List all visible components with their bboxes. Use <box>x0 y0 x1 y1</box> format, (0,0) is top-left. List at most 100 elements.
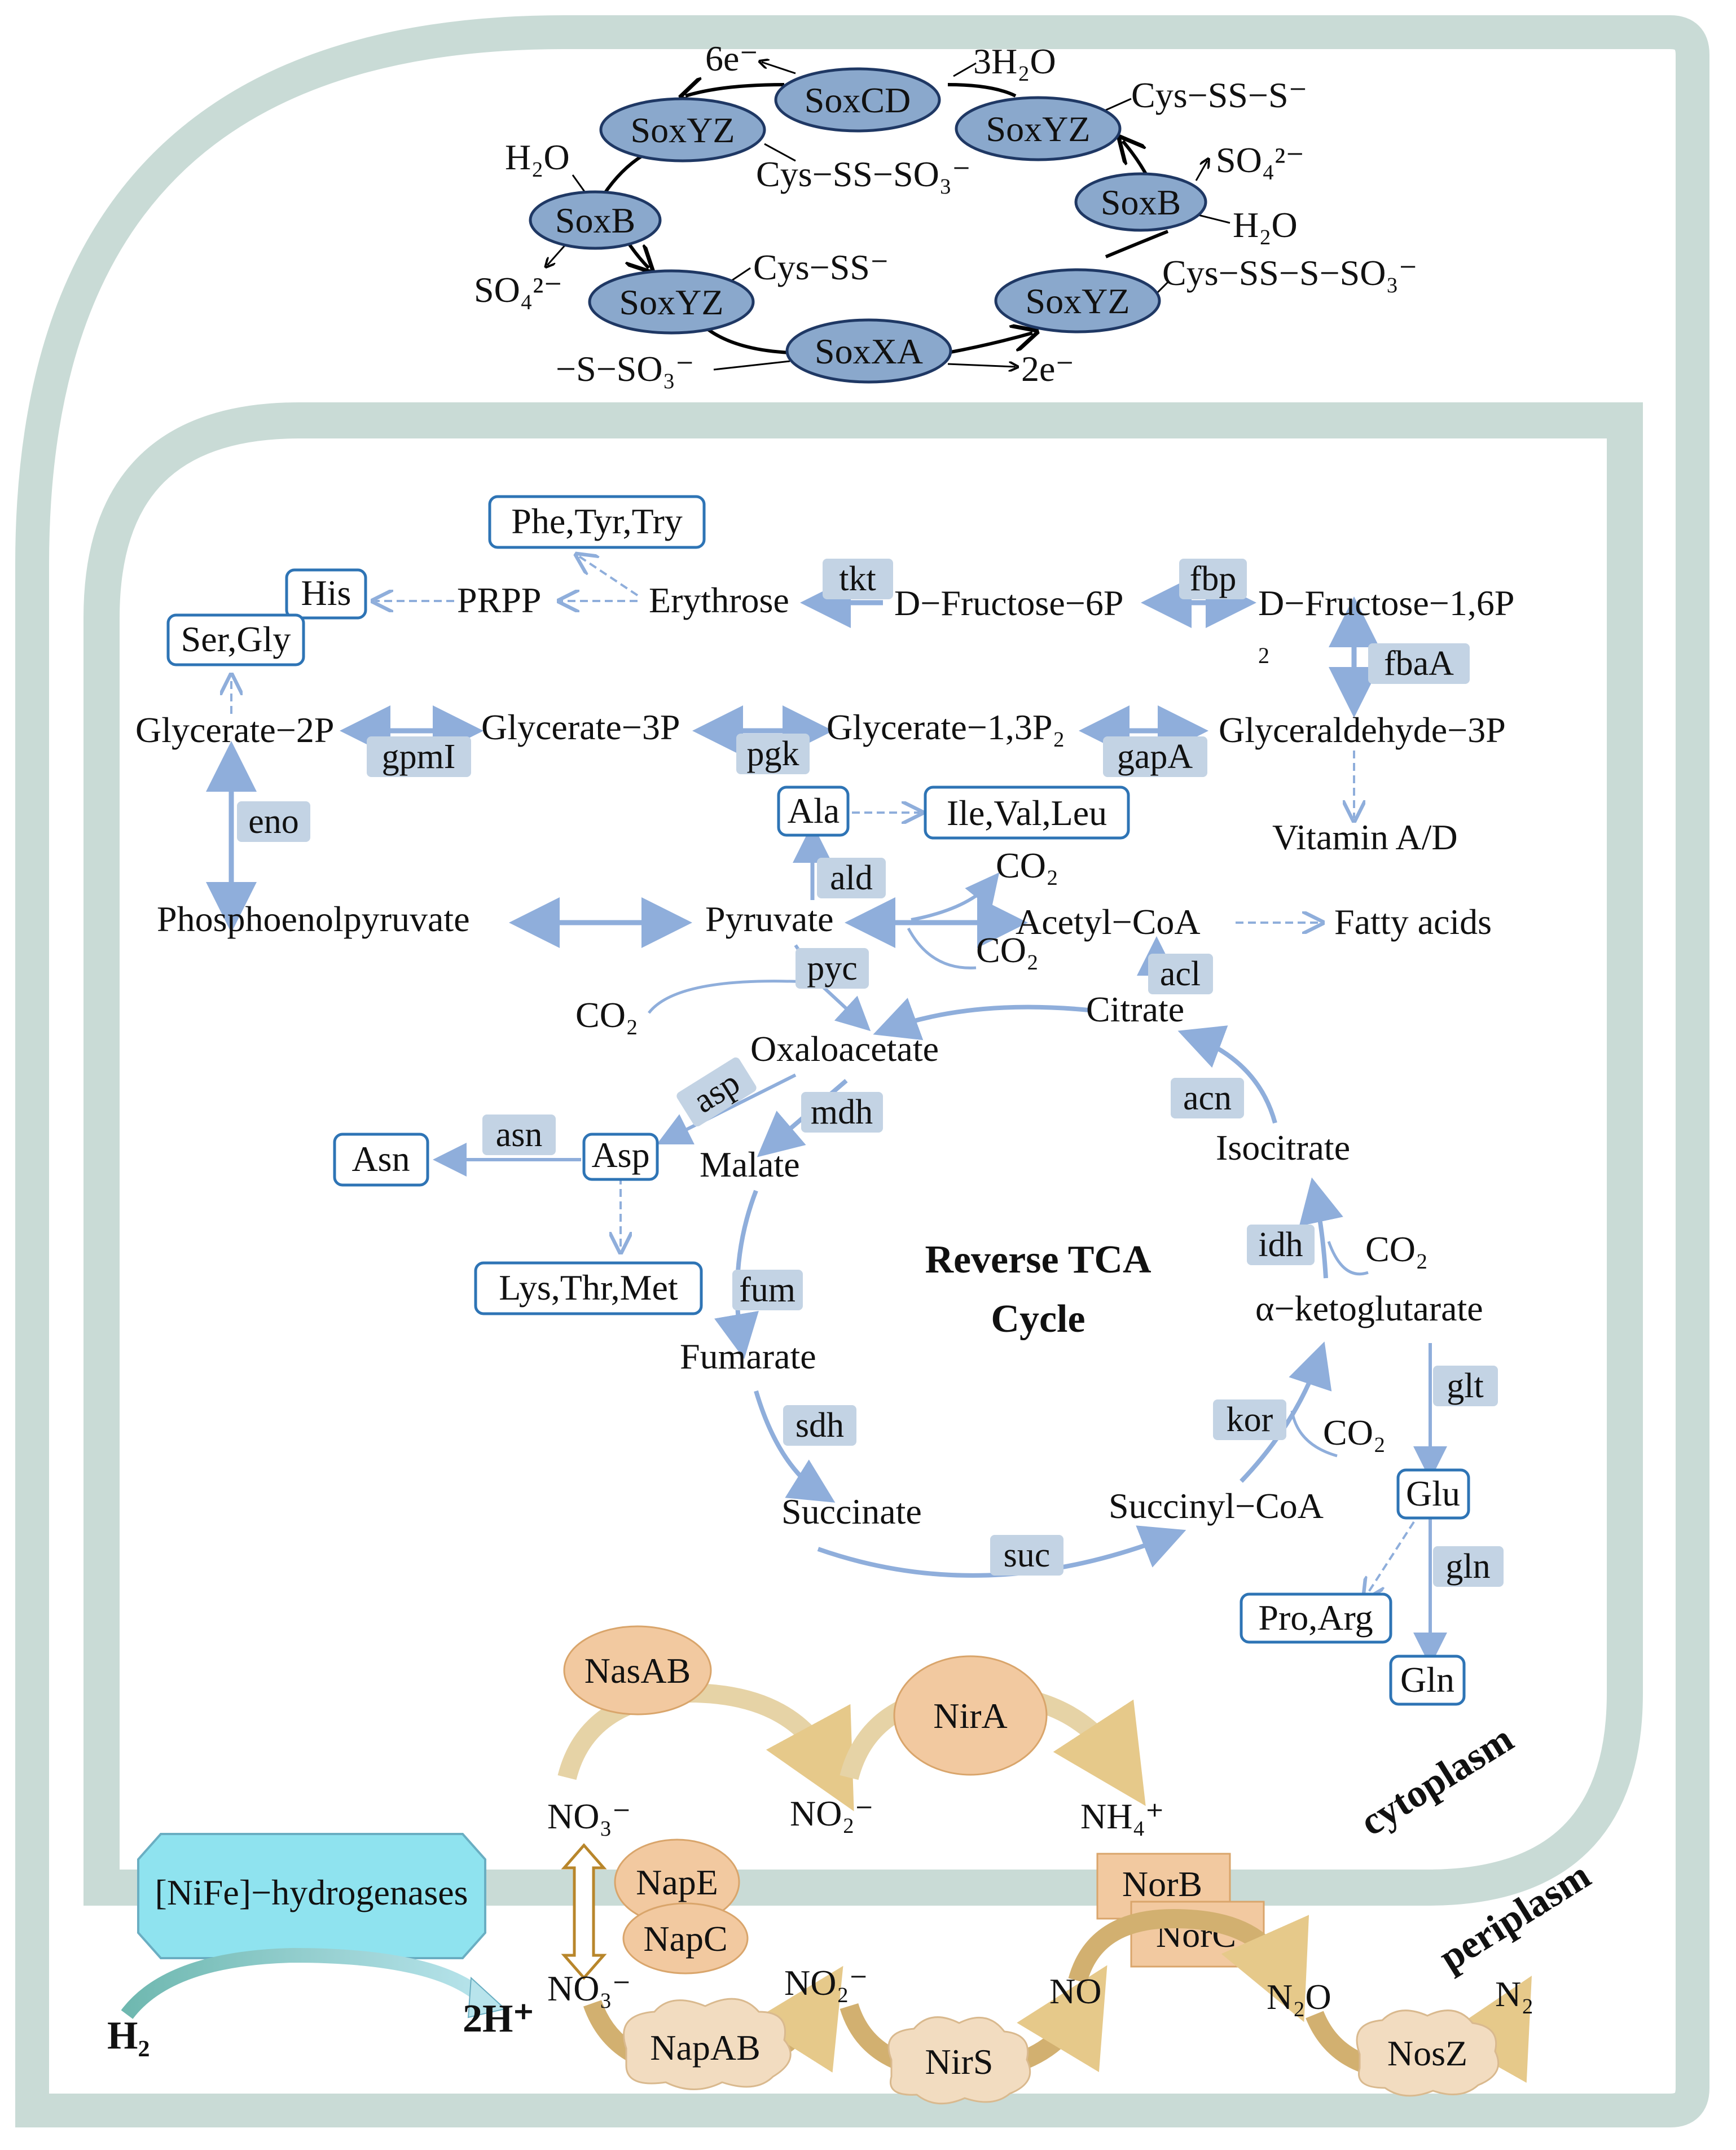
electrons-2-label: 2e⁻ <box>1021 349 1074 389</box>
fatty-acids-label: Fatty acids <box>1334 902 1492 942</box>
enzyme-labels: tkt fbp fbaA gpmI pgk gapA eno ald pyc a… <box>237 559 1504 1587</box>
product-box-ilevalleu <box>924 786 1130 840</box>
enzyme-eno-label: eno <box>248 802 299 841</box>
cys-ss-label: Cys−SS⁻ <box>753 247 889 287</box>
fructose-16p-label: D−Fructose−1,6P <box>1258 583 1514 623</box>
succinate-label: Succinate <box>781 1491 922 1532</box>
nirs-enzyme: NirS <box>887 2016 1031 2105</box>
sox-line <box>1155 281 1169 295</box>
h2-label: H₂ <box>107 2014 150 2057</box>
erythrose-label: Erythrose <box>649 580 789 620</box>
nitrogen-metabolism: NasAB NirA NO₃⁻ NO₂⁻ NH₄⁺ [NiFe]−hydroge… <box>107 1625 1534 2105</box>
sox-line <box>1196 213 1230 224</box>
nosz-enzyme: NosZ <box>1356 2009 1500 2097</box>
cys-ss-s-so3-label: Cys−SS−S−SO₃⁻ <box>1162 253 1418 293</box>
sox-line <box>947 364 1016 367</box>
acetyl-coa-label: Acetyl−CoA <box>1016 902 1201 942</box>
sox-line <box>953 62 977 77</box>
nitrate-transport-arrow <box>561 1843 607 1980</box>
sox-line <box>762 62 796 74</box>
nirs-label: NirS <box>925 2042 994 2082</box>
enzyme-tkt: tkt <box>823 559 893 599</box>
electrons-6-label: 6e⁻ <box>705 38 758 78</box>
nira-enzyme <box>893 1655 1048 1776</box>
enzyme-mdh-label: mdh <box>811 1093 873 1131</box>
arrow-succinate-succinylcoa <box>817 1525 1186 1578</box>
nitric-oxide-label: NO <box>1049 1971 1101 2011</box>
nosz-label: NosZ <box>1387 2033 1467 2073</box>
nitrate-periplasm-label: NO₃⁻ <box>547 1968 631 2008</box>
enzyme-ald-label: ald <box>830 859 873 897</box>
sox-arrow <box>685 85 785 96</box>
water-right-label: H₂O <box>1233 205 1298 245</box>
ammonium-label: NH₄⁺ <box>1080 1796 1164 1836</box>
enzyme-acl-label: acl <box>1160 955 1201 993</box>
enzyme-fbp-label: fbp <box>1190 560 1237 598</box>
cys-ss-so3-label: Cys−SS−SO₃⁻ <box>756 154 971 194</box>
enzyme-acn-label: acn <box>1183 1079 1232 1117</box>
soxyz-bottom-right: SoxYZ <box>994 268 1161 334</box>
enzyme-fbaA-label: fbaA <box>1384 644 1454 683</box>
product-box-lys <box>474 1261 703 1315</box>
arrow-co2-release <box>911 872 1000 922</box>
norb-label: NorB <box>1122 1864 1202 1904</box>
soxb-label: SoxB <box>1101 182 1181 222</box>
enzyme-asn-label: asn <box>496 1116 543 1154</box>
product-box-ala <box>777 786 850 837</box>
soxcd-enzyme: SoxCD <box>774 67 941 133</box>
outer-membrane <box>15 15 1709 2127</box>
arrow-citrate-oxaloacetate <box>873 998 1089 1041</box>
fructose-6p-label: D−Fructose−6P <box>894 583 1123 623</box>
pep-label: Phosphoenolpyruvate <box>157 899 470 939</box>
asp-label: Asp <box>591 1135 649 1175</box>
soxyz-top-left: SoxYZ <box>599 97 766 163</box>
arrow-fumarate-succinate <box>754 1390 836 1503</box>
enzyme-gln-label: gln <box>1445 1547 1490 1586</box>
nitrite-periplasm-label: NO₂⁻ <box>784 1963 868 2003</box>
enzyme-mdh: mdh <box>801 1092 883 1133</box>
cycle-title-line2: Cycle <box>991 1297 1085 1341</box>
pyruvate-label: Pyruvate <box>705 899 834 939</box>
ile-val-leu-label: Ile,Val,Leu <box>947 793 1107 833</box>
soxb-left: SoxB <box>529 190 662 250</box>
enzyme-eno: eno <box>237 801 310 842</box>
hydrogenase-label: [NiFe]−hydrogenases <box>155 1872 468 1912</box>
enzyme-gpmI: gpmI <box>367 736 471 777</box>
hydrogenase-box <box>137 1833 486 1959</box>
sulfate-right-label: SO₄²⁻ <box>1216 140 1304 180</box>
citrate-label: Citrate <box>1086 989 1184 1029</box>
ala-label: Ala <box>788 791 840 831</box>
enzyme-fum: fum <box>732 1270 803 1310</box>
malate-label: Malate <box>700 1144 800 1184</box>
cys-ss-s-label: Cys−SS−S⁻ <box>1131 75 1307 115</box>
sox-arrow <box>1105 230 1169 258</box>
enzyme-fum-label: fum <box>739 1271 796 1309</box>
fructose-16p-subscript: 2 <box>1258 643 1269 668</box>
sox-line <box>713 360 790 371</box>
enzyme-acl: acl <box>1148 954 1213 994</box>
enzyme-gpmI-label: gpmI <box>382 738 456 776</box>
enzyme-acn: acn <box>1171 1078 1244 1118</box>
glu-label: Glu <box>1406 1473 1460 1513</box>
nitrate-cytoplasm-label: NO₃⁻ <box>547 1796 631 1836</box>
metabolite-labels: Phe,Tyr,Try His PRPP Erythrose D−Fructos… <box>135 495 1514 1706</box>
napab-label: NapAB <box>650 2028 761 2068</box>
co2-release-label: CO₂ <box>996 845 1058 885</box>
enzyme-asp: asp <box>676 1057 757 1127</box>
glyceraldehyde-3p-label: Glyceraldehyde−3P <box>1219 710 1506 750</box>
product-box-sergly <box>166 613 305 666</box>
h2-oxidation-arrow <box>121 1947 491 2019</box>
soxyz-bottom-left: SoxYZ <box>588 269 755 335</box>
dinitrogen-label: N₂ <box>1495 1974 1534 2014</box>
soxyz-top-right: SoxYZ <box>955 96 1122 161</box>
enzyme-kor-label: kor <box>1227 1401 1273 1439</box>
product-box-glu <box>1396 1468 1470 1520</box>
enzyme-tkt-label: tkt <box>839 560 876 598</box>
enzyme-pgk-label: pgk <box>747 735 799 773</box>
oxaloacetate-label: Oxaloacetate <box>750 1029 939 1069</box>
nasab-label: NasAB <box>584 1651 691 1691</box>
cytoplasm-region-label: cytoplasm <box>1353 1717 1521 1845</box>
napc-enzyme <box>622 1902 749 1975</box>
enzyme-asn: asn <box>482 1115 556 1155</box>
